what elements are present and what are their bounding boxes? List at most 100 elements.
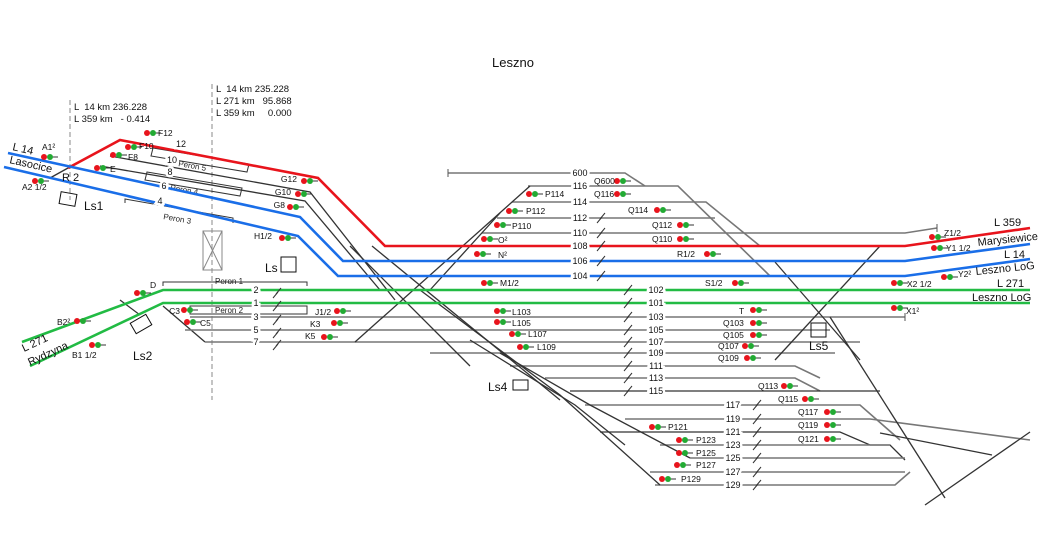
signal-lamp-icon [321, 334, 338, 340]
insulation-joint-marks [272, 212, 762, 491]
signal-q103[interactable]: Q103 [723, 318, 767, 328]
signal-lamp-icon [614, 178, 631, 184]
signal-lamp-icon [125, 144, 142, 150]
track-number-7: 7 [253, 337, 258, 347]
signal-b2-[interactable]: B2² [57, 317, 91, 327]
km-marker-right-2: L 271 km 95.868 [216, 96, 292, 107]
signal-label: P127 [696, 460, 716, 470]
signal-y1-1-2[interactable]: Y1 1/2 [931, 243, 971, 253]
signal-l109[interactable]: L109 [517, 342, 556, 352]
signal-q107[interactable]: Q107 [718, 341, 759, 351]
signal-lamp-icon [32, 178, 49, 184]
km-marker-left-1: L 14 km 236.228 [74, 102, 147, 113]
signal-l103[interactable]: L103 [494, 307, 531, 317]
insulation-joint-mark [752, 466, 762, 478]
signal-label: J1/2 [315, 307, 331, 317]
signal-a2-1-2[interactable]: A2 1/2 [22, 178, 49, 192]
signal-r1-2[interactable]: R1/2 [677, 249, 721, 259]
track-number-127: 127 [725, 467, 740, 477]
signal-p125[interactable]: P125 [676, 448, 716, 458]
signal-x2-1-2[interactable]: X2 1/2 [891, 279, 932, 289]
signal-p127[interactable]: P127 [674, 460, 716, 470]
km-marker-right-1: L 14 km 235.228 [216, 84, 289, 95]
signal-g8[interactable]: G8 [274, 200, 304, 210]
signal-q117[interactable]: Q117 [798, 407, 841, 417]
insulation-joint-mark [752, 399, 762, 411]
signal-l107[interactable]: L107 [509, 329, 547, 339]
signal-label: Z1/2 [944, 228, 961, 238]
signal-l105[interactable]: L105 [494, 318, 531, 328]
track-number-115: 115 [649, 386, 663, 396]
track-number-1: 1 [253, 298, 258, 308]
insulation-joint-mark [752, 479, 762, 491]
signal-p114[interactable]: P114 [526, 189, 564, 199]
signal-q105[interactable]: Q105 [723, 330, 767, 340]
track-number-121: 121 [725, 427, 740, 437]
signal-q113[interactable]: Q113 [758, 381, 798, 391]
track-number-125: 125 [725, 453, 740, 463]
signal-c3[interactable]: C3 [169, 306, 198, 316]
signal-q600[interactable]: Q600 [594, 176, 631, 186]
signal-label: P121 [668, 422, 688, 432]
signal-q114[interactable]: Q114 [628, 205, 671, 215]
signal-k5[interactable]: K5 [305, 331, 338, 341]
track-number-3: 3 [253, 312, 258, 322]
signal-lamp-icon [526, 191, 543, 197]
signal-f10[interactable]: F10 [125, 141, 154, 151]
signal-d[interactable]: D [134, 280, 156, 296]
signal-q110[interactable]: Q110 [652, 234, 694, 244]
signal-f12[interactable]: F12 [144, 128, 173, 138]
signal-k3[interactable]: K3 [310, 319, 348, 329]
line-271-green-upper [21, 288, 1030, 344]
signal-q109[interactable]: Q109 [718, 353, 761, 363]
signal-t[interactable]: T [739, 306, 767, 316]
signal-lamp-icon [891, 280, 908, 286]
signal-b1-1-2[interactable]: B1 1/2 [72, 342, 106, 360]
signal-s1-2[interactable]: S1/2 [705, 278, 749, 288]
track-number-106: 106 [572, 256, 587, 266]
signal-p112[interactable]: P112 [506, 206, 545, 216]
signal-lamp-icon [677, 236, 694, 242]
signal-label: G8 [274, 200, 286, 210]
signal-q121[interactable]: Q121 [798, 434, 841, 444]
signal-p129[interactable]: P129 [659, 474, 701, 484]
signal-x1-[interactable]: X1² [891, 305, 919, 316]
signal-h1-2[interactable]: H1/2 [254, 231, 296, 241]
signal-label: Q112 [652, 220, 672, 230]
signal-q115[interactable]: Q115 [778, 394, 819, 404]
building-ls-icon [280, 256, 297, 273]
signal-label: R1/2 [677, 249, 695, 259]
signal-label: L103 [512, 307, 531, 317]
platform-2 [189, 305, 308, 315]
track-number-600: 600 [572, 168, 587, 178]
signal-g10[interactable]: G10 [275, 187, 312, 197]
track-number-labels: 1210864213576001161141121101081061041021… [155, 137, 743, 493]
signal-p121[interactable]: P121 [649, 422, 688, 432]
signal-c5[interactable]: C5 [184, 318, 211, 328]
signal-n-[interactable]: N² [474, 250, 507, 260]
signal-label: X1² [906, 306, 919, 316]
signal-z1-2[interactable]: Z1/2 [929, 228, 961, 240]
insulation-joint-mark [272, 339, 282, 351]
signal-j1-2[interactable]: J1/2 [315, 307, 351, 317]
signal-p110[interactable]: P110 [494, 221, 531, 231]
signal-p123[interactable]: P123 [676, 435, 716, 445]
signal-label: Q103 [723, 318, 744, 328]
signal-e[interactable]: E [94, 164, 116, 174]
signal-a1-[interactable]: A1² [41, 142, 58, 160]
signal-lamp-icon [891, 305, 908, 311]
signal-g12[interactable]: G12 [281, 174, 318, 184]
signal-q116[interactable]: Q116 [594, 189, 631, 199]
signal-m1-2[interactable]: M1/2 [481, 278, 519, 288]
signal-q112[interactable]: Q112 [652, 220, 694, 230]
signal-f8[interactable]: F8 [110, 152, 138, 162]
signal-q119[interactable]: Q119 [798, 420, 841, 430]
signal-label: L109 [537, 342, 556, 352]
signal-o-[interactable]: O² [481, 235, 508, 245]
signal-lamp-icon [494, 319, 511, 325]
platform-4 [144, 171, 243, 197]
insulation-joint-mark [752, 426, 762, 438]
track-number-101: 101 [648, 298, 663, 308]
signal-y2-[interactable]: Y2² [941, 269, 971, 280]
signal-label: P125 [696, 448, 716, 458]
